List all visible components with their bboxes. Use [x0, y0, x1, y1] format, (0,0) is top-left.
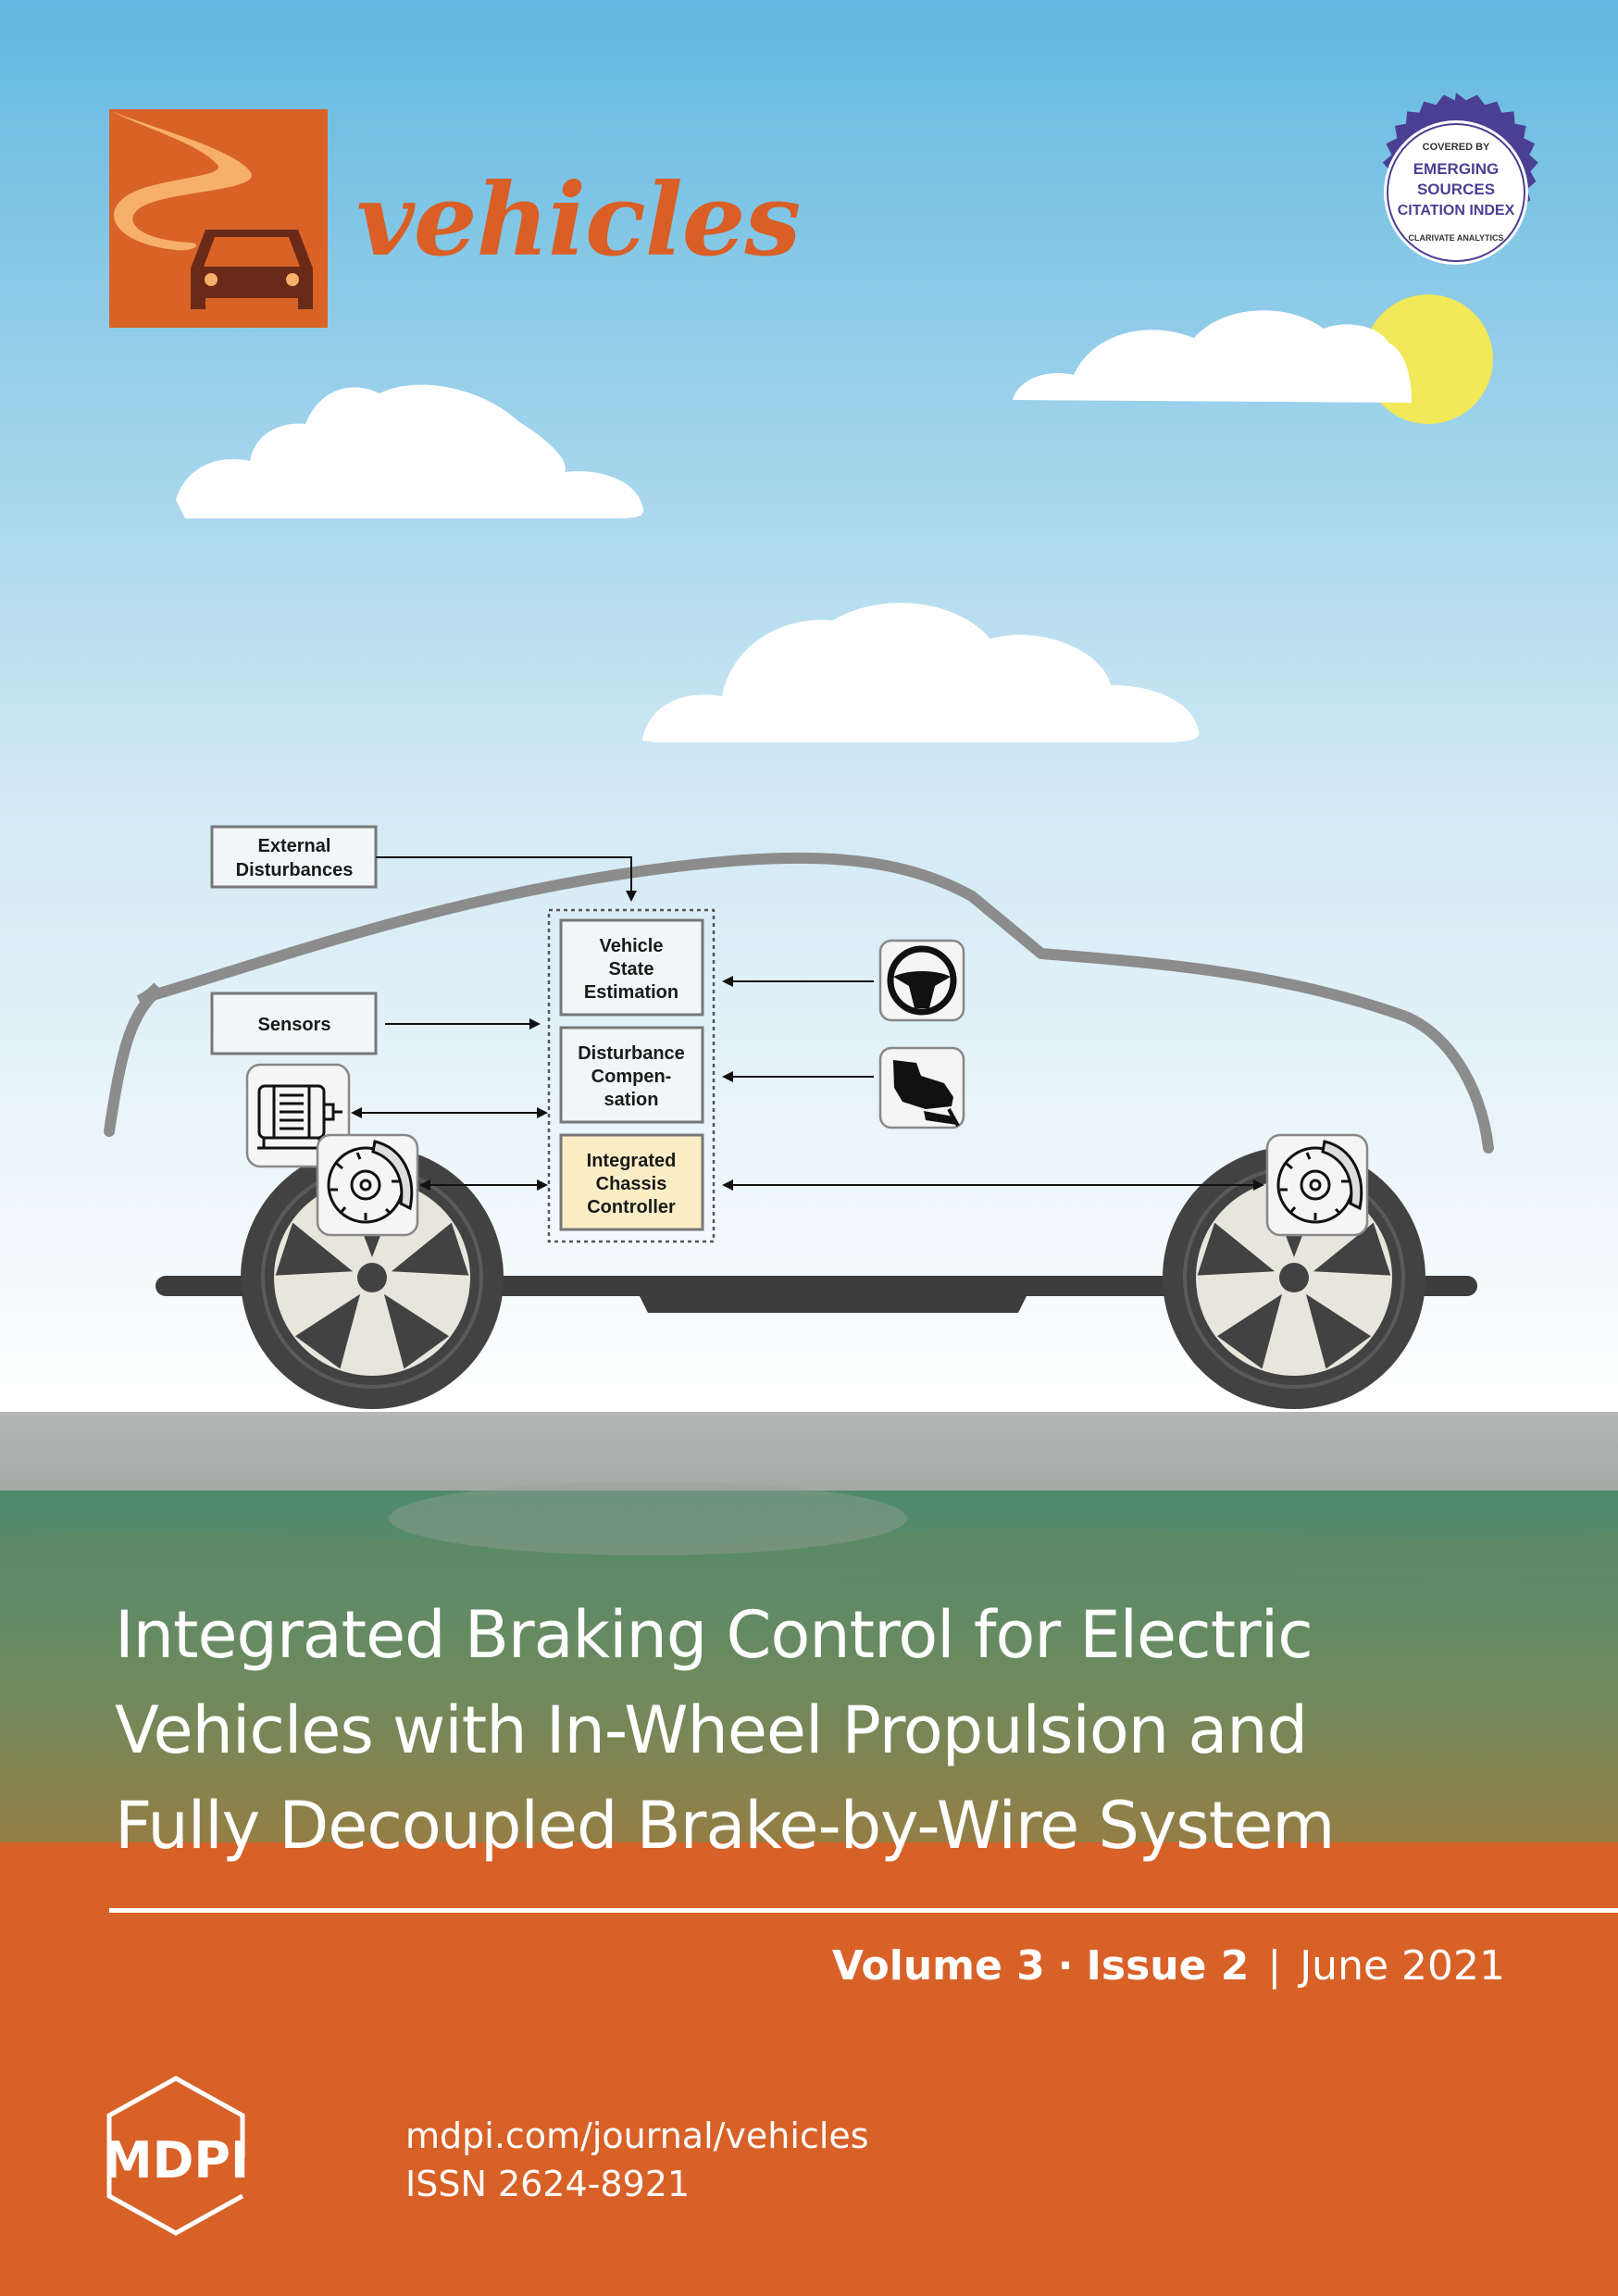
issue-line: Volume 3 · Issue 2 | June 2021: [832, 1942, 1505, 1990]
issn: ISSN 2624-8921: [405, 2164, 691, 2204]
badge-citation-index: CITATION INDEX: [1398, 203, 1515, 218]
icc-box: [559, 1133, 704, 1231]
badge-sources: SOURCES: [1417, 181, 1495, 198]
road-band: [0, 1412, 1618, 1491]
rear-wheel: [241, 1146, 504, 1409]
brake-disc-icon: [327, 1140, 414, 1224]
badge-clarivate: CLARIVATE ANALYTICS: [1408, 233, 1503, 243]
vse-label-2: State: [609, 959, 654, 980]
mdpi-logo-text: MDPI: [103, 2131, 249, 2190]
motor-icon: [257, 1084, 342, 1150]
journal-name: vehicles: [356, 162, 801, 279]
icc-label-2: Chassis: [596, 1174, 667, 1194]
article-title-line-1: Integrated Braking Control for Electric: [115, 1597, 1313, 1673]
journal-url[interactable]: mdpi.com/journal/vehicles: [405, 2115, 869, 2156]
esci-badge: COVERED BY EMERGING SOURCES CITATION IND…: [1382, 92, 1538, 265]
article-title-line-3: Fully Decoupled Brake-by-Wire System: [115, 1788, 1335, 1864]
steering-wheel-icon: [887, 945, 957, 1016]
issue-label: Issue 2: [1086, 1942, 1250, 1990]
external-disturbances-label-1: External: [258, 836, 331, 856]
article-title: Integrated Braking Control for Electric …: [115, 1588, 1559, 1874]
brake-pedal-icon: [893, 1060, 960, 1127]
icc-label-3: Controller: [587, 1197, 676, 1217]
badge-covered-by: COVERED BY: [1423, 142, 1490, 153]
issue-divider: |: [1267, 1942, 1282, 1990]
dc-label-2: Compen-: [591, 1067, 672, 1087]
sensors-box: [210, 992, 378, 1055]
controller-frame: [547, 908, 716, 1243]
dc-label-1: Disturbance: [578, 1043, 685, 1064]
vse-box: [559, 918, 704, 1017]
road-icon: [111, 111, 252, 251]
vse-label-3: Estimation: [584, 982, 678, 1003]
dc-box: [559, 1026, 704, 1124]
external-disturbances-label-2: Disturbances: [236, 860, 354, 880]
issue-dot: ·: [1057, 1942, 1074, 1990]
title-divider: [109, 1908, 1618, 1913]
car-body-outline: [104, 852, 1494, 1154]
mdpi-logo: [106, 2076, 245, 2236]
cloud-icon: [176, 310, 1412, 742]
issue-date: June 2021: [1300, 1942, 1505, 1990]
icc-label-1: Integrated: [587, 1151, 677, 1171]
vse-label-1: Vehicle: [600, 936, 664, 956]
dc-label-3: sation: [604, 1090, 659, 1110]
badge-emerging: EMERGING: [1413, 160, 1500, 178]
external-disturbances-box: [210, 825, 378, 889]
volume-label: Volume 3: [831, 1942, 1045, 1990]
sensors-label: Sensors: [258, 1015, 331, 1035]
article-title-line-2: Vehicles with In-Wheel Propulsion and: [115, 1692, 1308, 1768]
brake-disc-icon: [1276, 1140, 1363, 1224]
